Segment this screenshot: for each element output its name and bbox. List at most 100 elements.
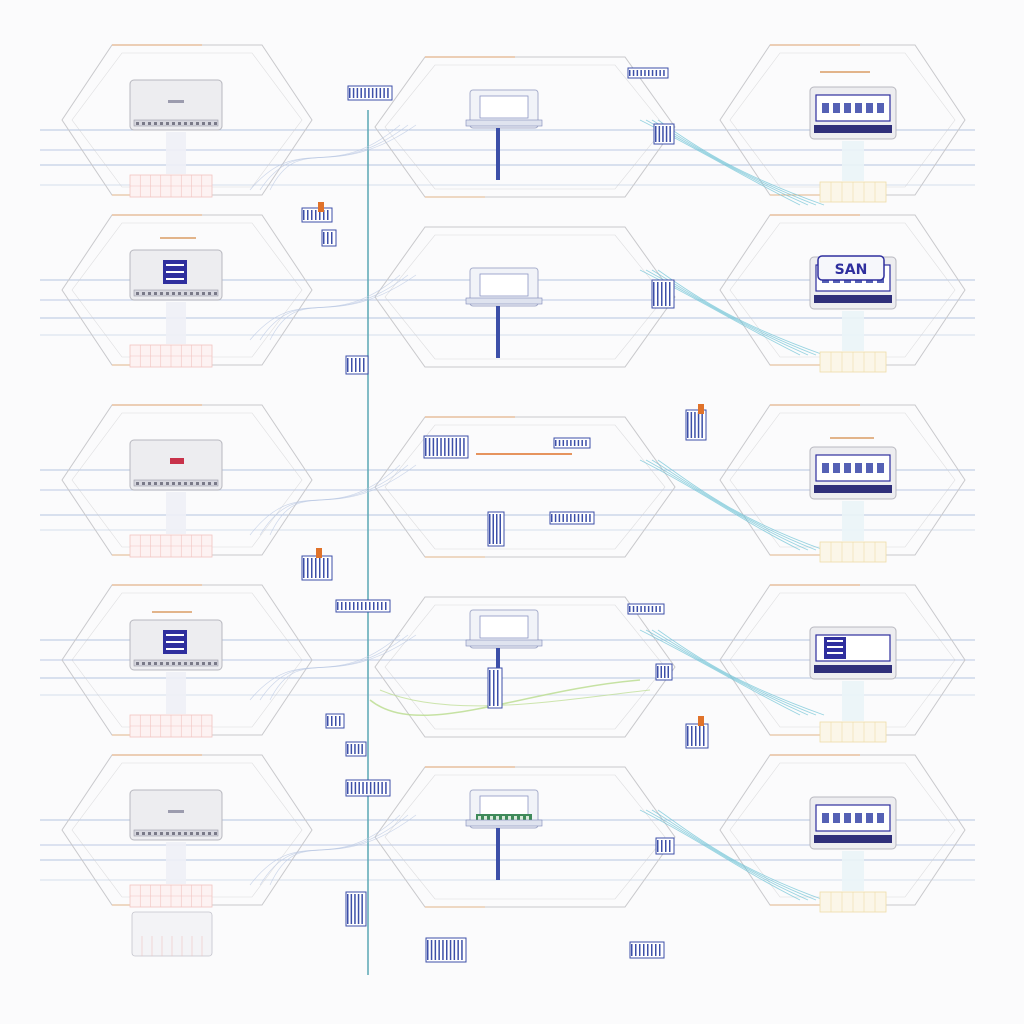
device-port xyxy=(214,832,217,835)
device-vent-strip xyxy=(133,119,219,127)
label-block-stripe xyxy=(355,358,357,372)
device-port xyxy=(208,122,211,125)
hexagon-frame xyxy=(719,214,966,366)
label-block-stripe xyxy=(337,602,339,610)
hexagon-inner-frame xyxy=(729,762,956,898)
device-vent-strip xyxy=(133,289,219,297)
device-slot xyxy=(855,103,862,113)
label-block-stripe xyxy=(566,514,568,522)
marker-tick xyxy=(698,404,704,414)
device-port xyxy=(154,122,157,125)
chip-pin xyxy=(514,816,517,822)
device-vent-strip xyxy=(133,659,219,667)
label-block-stripe xyxy=(651,606,654,612)
label-block-stripe xyxy=(319,558,321,578)
device-slot xyxy=(855,813,862,823)
label-block-stripe xyxy=(356,88,359,98)
badges: SAN xyxy=(817,255,885,281)
label-block-stripe xyxy=(660,666,662,678)
label-block-stripe xyxy=(363,358,365,372)
label-block-stripe xyxy=(585,440,587,446)
connector xyxy=(166,672,186,714)
label-block-stripe xyxy=(570,514,572,522)
device-screen-line xyxy=(166,648,184,650)
label-block xyxy=(345,891,367,927)
device-port xyxy=(202,292,205,295)
label-block xyxy=(347,85,393,101)
label-block-stripe xyxy=(589,514,591,522)
label-block-stripe xyxy=(360,88,362,98)
label-block-stripe xyxy=(341,602,343,610)
device-port xyxy=(190,482,193,485)
device-port xyxy=(190,292,193,295)
switch-panel xyxy=(479,615,529,639)
hexagon-inner-frame xyxy=(729,412,956,548)
device-port xyxy=(196,292,199,295)
device-port xyxy=(154,832,157,835)
label-block-stripe xyxy=(350,744,353,754)
label-block-stripe xyxy=(667,666,669,678)
switch-stem xyxy=(496,128,500,180)
hexagon-frame xyxy=(374,766,676,908)
label-block-stripe xyxy=(449,940,452,960)
label-block-stripe xyxy=(361,602,363,610)
label-block-stripe xyxy=(651,70,654,76)
server-device xyxy=(129,789,223,841)
hexagon-inner-frame xyxy=(71,592,303,728)
device-base xyxy=(814,835,892,843)
label-block-stripe xyxy=(573,440,576,446)
marker-tick xyxy=(698,716,704,726)
device-slot xyxy=(844,463,851,473)
label-block-stripe xyxy=(581,514,584,522)
hexagon-inner-frame xyxy=(729,592,956,728)
label-block-stripe xyxy=(434,940,437,960)
flow-line xyxy=(639,629,801,716)
device-slot xyxy=(833,463,840,473)
label-block-stripe xyxy=(311,210,313,220)
label-block-stripe xyxy=(658,126,661,142)
label-block xyxy=(345,779,391,797)
label-block-stripe xyxy=(647,944,649,956)
label-block-stripe xyxy=(651,944,653,956)
label-block-stripe xyxy=(644,70,646,76)
label-block-stripe xyxy=(381,782,383,794)
label-block-stripe xyxy=(657,282,659,306)
flow-line xyxy=(639,459,801,551)
device-port xyxy=(148,832,151,835)
device-screen-line xyxy=(166,634,184,636)
label-block-stripe xyxy=(461,940,463,960)
label-block-stripe xyxy=(669,126,671,142)
connector xyxy=(842,141,864,181)
label-block-stripe xyxy=(440,438,442,456)
device-slot xyxy=(844,103,851,113)
device-base xyxy=(814,485,892,493)
san-badge xyxy=(817,255,885,281)
label-block-stripe xyxy=(643,944,645,956)
label-block-stripe xyxy=(307,210,309,220)
label-block-stripe xyxy=(639,944,641,956)
label-block-stripe xyxy=(427,940,429,960)
flow-line xyxy=(269,814,417,886)
hexagon-frame xyxy=(719,754,966,906)
label-block-stripe xyxy=(377,602,379,610)
label-block-stripe xyxy=(562,514,564,522)
device-port xyxy=(172,662,175,665)
san-badge-label: SAN xyxy=(835,262,868,278)
device-port xyxy=(178,292,181,295)
device-indicator xyxy=(170,458,184,464)
label-block-stripe xyxy=(554,514,557,522)
device-base xyxy=(814,125,892,133)
device-port xyxy=(178,832,181,835)
label-block-stripe xyxy=(665,282,667,306)
device-port xyxy=(190,832,193,835)
flow-line xyxy=(259,274,409,341)
flow-line xyxy=(651,629,817,716)
label-block-stripe xyxy=(364,88,366,98)
device-screen-line xyxy=(166,264,184,266)
device-port xyxy=(184,482,187,485)
flow-line xyxy=(259,634,409,701)
label-block-stripe xyxy=(631,944,633,956)
device-port xyxy=(184,122,187,125)
label-block-stripe xyxy=(377,782,380,794)
device-port xyxy=(142,832,145,835)
